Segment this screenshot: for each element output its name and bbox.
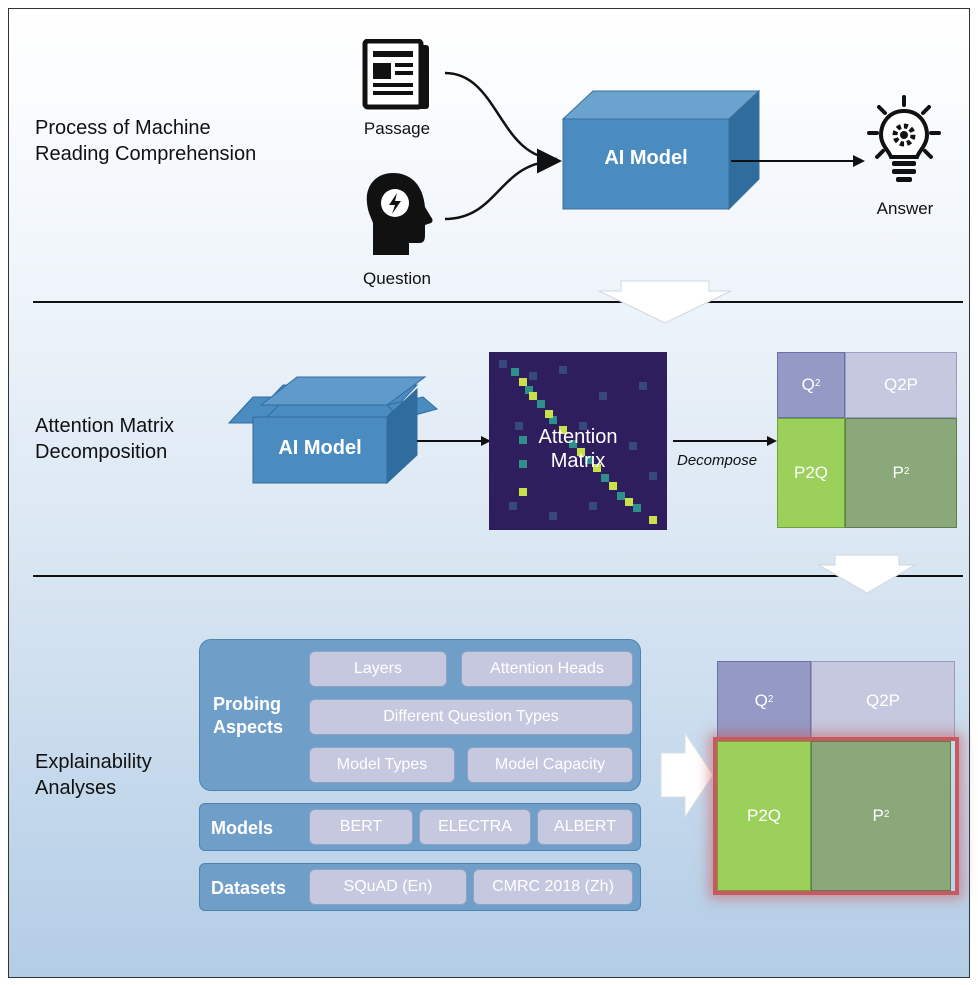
model-electra[interactable]: ELECTRA [419, 809, 531, 845]
big-p2q-cell: P2Q [717, 741, 811, 891]
separator-2 [33, 575, 963, 577]
model-albert[interactable]: ALBERT [537, 809, 633, 845]
question-icon [366, 173, 433, 255]
q2p-cell: Q2P [845, 352, 957, 418]
passage-label: Passage [363, 119, 431, 138]
q2-label: Q [801, 375, 815, 394]
p2-label: P [892, 463, 904, 482]
big-p2-label: P [872, 806, 884, 825]
question-label: Question [362, 269, 432, 288]
right-arrow [660, 731, 714, 819]
big-q2-sup: 2 [767, 693, 774, 705]
input-connectors [444, 71, 562, 221]
dataset-cmrc[interactable]: CMRC 2018 (Zh) [473, 869, 633, 905]
probe-attention-heads[interactable]: Attention Heads [461, 651, 633, 687]
big-p2-sup: 2 [883, 808, 890, 820]
model-bert[interactable]: BERT [309, 809, 413, 845]
ai-model-box[interactable] [559, 89, 773, 219]
attention-matrix-label: Attention Matrix [538, 426, 618, 472]
models-title: Models [211, 818, 274, 838]
decompose-label: Decompose [677, 452, 758, 469]
p2q-label: P2Q [793, 463, 829, 482]
probe-layers[interactable]: Layers [309, 651, 447, 687]
p2-sup: 2 [903, 465, 910, 477]
decompose-arrow [673, 436, 777, 446]
highlight-frame [713, 737, 959, 895]
matrix-arrow [417, 436, 491, 446]
answer-arrow [731, 155, 865, 167]
dataset-squad[interactable]: SQuAD (En) [309, 869, 467, 905]
separator-1 [33, 301, 963, 303]
big-q2p-label: Q2P [865, 691, 901, 710]
passage-icon [362, 39, 429, 110]
big-p2q-label: P2Q [746, 806, 782, 825]
probing-aspects-title: Probing Aspects [213, 694, 284, 737]
figure-frame: Process of Machine Reading Comprehension… [8, 8, 970, 978]
datasets-title: Datasets [211, 878, 287, 898]
big-q2-label: Q [754, 691, 768, 710]
open-model-box[interactable] [227, 375, 443, 485]
attention-title: Attention Matrix Decomposition [35, 415, 174, 463]
ai-model-label: AI Model [604, 147, 688, 169]
probe-question-types[interactable]: Different Question Types [309, 699, 633, 735]
down-arrow-1 [598, 280, 732, 324]
process-title: Process of Machine Reading Comprehension [35, 117, 257, 165]
q2p-label: Q2P [883, 375, 919, 394]
open-model-label: AI Model [278, 437, 362, 459]
down-arrow-2 [817, 554, 917, 594]
big-q2p-cell: Q2P [811, 661, 955, 741]
answer-label: Answer [876, 199, 934, 218]
probe-model-types[interactable]: Model Types [309, 747, 455, 783]
lightbulb-icon [867, 95, 941, 182]
explain-title: Explainability Analyses [35, 751, 152, 799]
q2-sup: 2 [814, 377, 821, 389]
probe-model-capacity[interactable]: Model Capacity [467, 747, 633, 783]
p2q-cell: P2Q [777, 418, 845, 528]
attention-matrix-heatmap [489, 352, 667, 530]
